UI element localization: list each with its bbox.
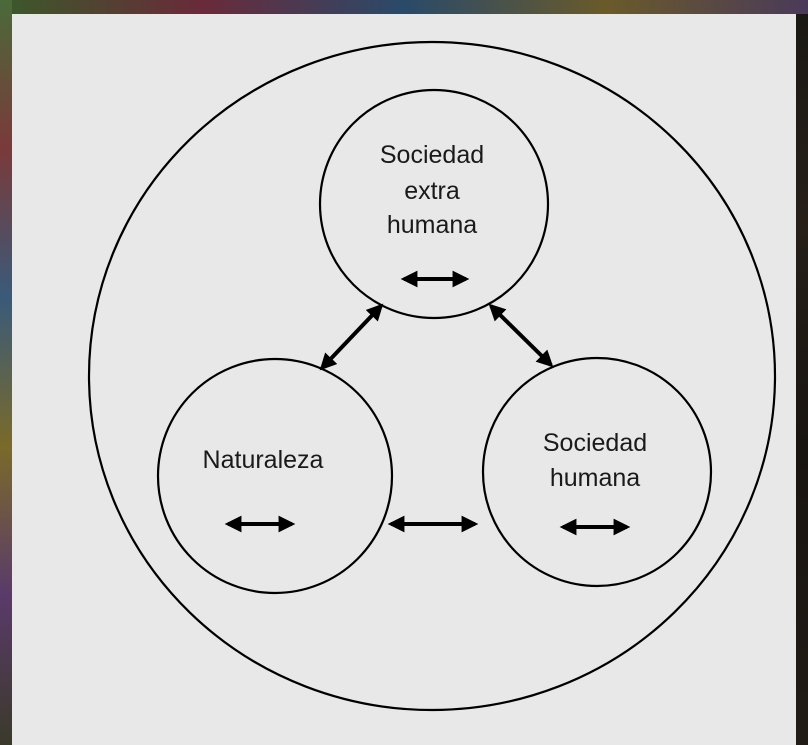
node-circle-sociedad-humana bbox=[481, 356, 713, 588]
image-top-edge bbox=[0, 0, 808, 14]
node-label-left-line-1: Naturaleza bbox=[203, 446, 324, 474]
connector-arrow-top-right-icon bbox=[488, 303, 554, 368]
node-label-right-line-2: humana bbox=[550, 464, 640, 492]
node-label-top-line-3: humana bbox=[387, 211, 477, 239]
node-label-top-line-1: Sociedad bbox=[380, 141, 484, 169]
node-circle-sociedad-extra-humana bbox=[318, 88, 550, 320]
node-circle-naturaleza bbox=[156, 357, 394, 595]
node-label-top-line-2: extra bbox=[404, 177, 460, 205]
node-label-right-line-1: Sociedad bbox=[543, 429, 647, 457]
image-left-edge bbox=[0, 0, 12, 745]
outer-system-circle bbox=[87, 40, 777, 712]
connector-arrow-top-left-icon bbox=[319, 303, 384, 371]
